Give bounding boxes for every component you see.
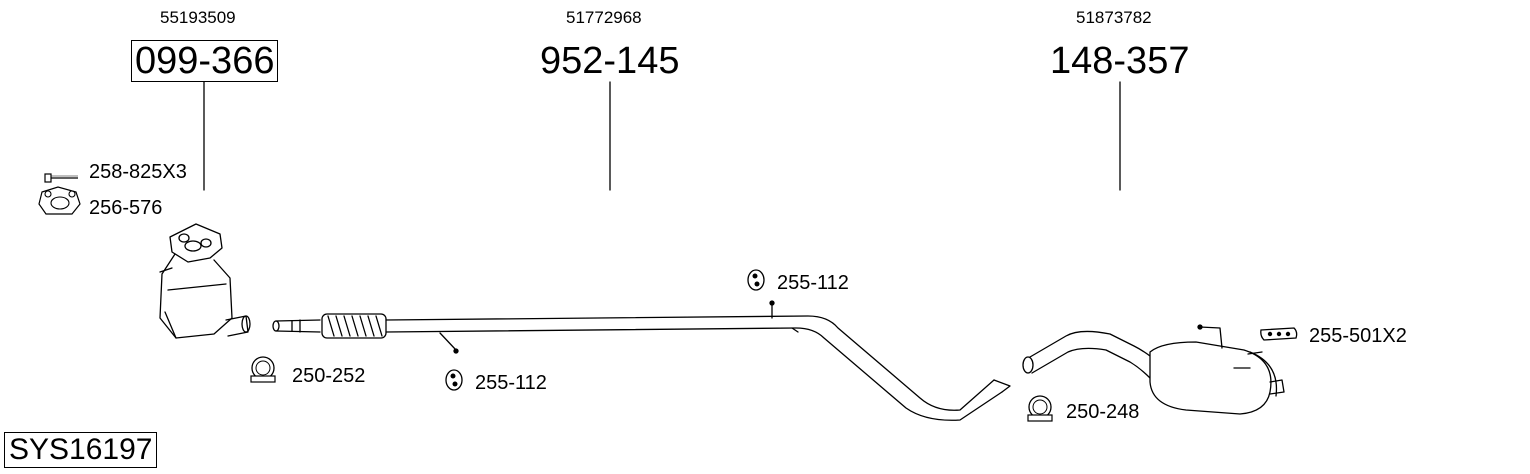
oem-number: 51873782 — [1076, 8, 1152, 27]
accessory-label-rubber-mount[interactable]: 255-112 — [475, 372, 547, 394]
oem-number: 55193509 — [160, 8, 236, 27]
oem-number: 51772968 — [566, 8, 642, 27]
bolt-icon — [44, 173, 78, 183]
accessory-label-rubber-mount[interactable]: 255-112 — [777, 272, 849, 294]
clamp-icon — [250, 356, 276, 383]
part-number-rear-silencer[interactable]: 148-357 — [1050, 40, 1190, 82]
part-number-catalyst[interactable]: 099-366 — [131, 40, 279, 82]
accessory-label-hanger-bracket[interactable]: 255-501X2 — [1309, 325, 1407, 347]
gasket-icon — [38, 186, 81, 215]
clamp-icon — [1027, 395, 1053, 422]
hanger-bracket-icon — [1260, 327, 1298, 341]
catalytic-converter-drawing — [159, 223, 251, 339]
part-number-center-pipe[interactable]: 952-145 — [540, 40, 680, 82]
rubber-mount-icon — [747, 269, 765, 291]
accessory-label-clamp[interactable]: 250-252 — [292, 365, 366, 387]
accessory-label-gasket[interactable]: 256-576 — [89, 197, 163, 219]
accessory-label-bolt[interactable]: 258-825X3 — [89, 161, 187, 183]
system-code-box: SYS16197 — [4, 432, 158, 468]
rear-silencer-drawing — [1022, 324, 1285, 415]
rubber-mount-icon — [445, 369, 463, 391]
accessory-label-clamp[interactable]: 250-248 — [1066, 401, 1140, 423]
center-pipe-drawing — [272, 300, 1011, 421]
